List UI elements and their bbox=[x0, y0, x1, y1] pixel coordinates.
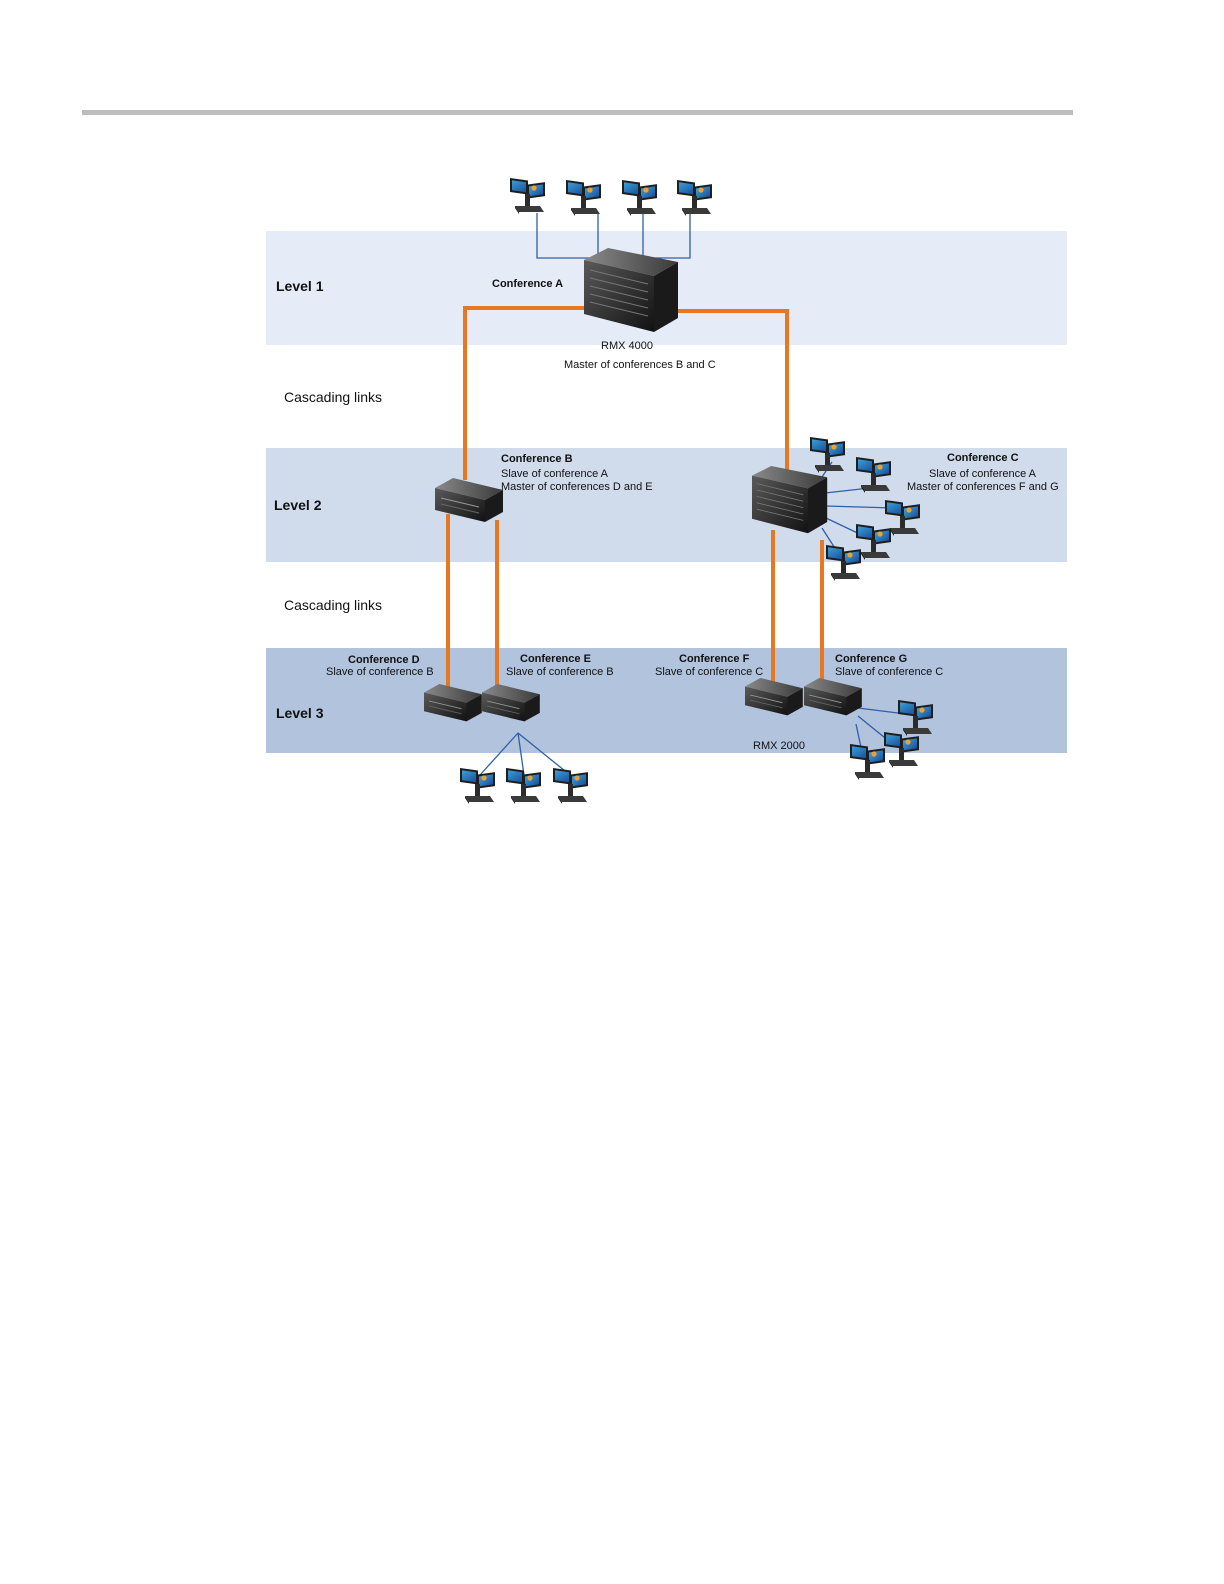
conference-a-title: Conference A bbox=[492, 278, 564, 290]
video-endpoint-icon bbox=[856, 457, 891, 493]
level-1-label: Level 1 bbox=[276, 278, 324, 294]
video-endpoint-icon bbox=[506, 768, 541, 804]
conference-f-line1: Slave of conference C bbox=[655, 666, 764, 678]
conference-b-title: Conference B bbox=[501, 453, 573, 465]
conference-e-title: Conference E bbox=[520, 653, 591, 665]
mcu-server-icon bbox=[744, 677, 804, 716]
conference-f-device: RMX 2000 bbox=[753, 740, 805, 752]
video-endpoint-icon bbox=[553, 768, 588, 804]
video-endpoint-icon bbox=[566, 180, 601, 216]
level-3-label: Level 3 bbox=[276, 705, 324, 721]
conference-c-line1: Slave of conference A bbox=[929, 468, 1037, 480]
video-endpoint-icon bbox=[810, 437, 845, 473]
conference-f-title: Conference F bbox=[679, 653, 750, 665]
conference-e-line1: Slave of conference B bbox=[506, 666, 614, 678]
conference-d-title: Conference D bbox=[348, 654, 420, 666]
video-endpoint-icon bbox=[898, 700, 933, 736]
conference-c-title: Conference C bbox=[947, 452, 1019, 464]
video-endpoint-icon bbox=[856, 524, 891, 560]
conference-b-line2: Master of conferences D and E bbox=[501, 481, 653, 493]
level-3-band bbox=[266, 648, 1067, 753]
video-endpoint-icon bbox=[826, 545, 861, 581]
video-endpoint-icon bbox=[622, 180, 657, 216]
cascading-links bbox=[446, 306, 824, 690]
level-2-label: Level 2 bbox=[274, 497, 322, 513]
header-rule bbox=[82, 110, 1073, 115]
mcu-server-icon bbox=[423, 683, 483, 722]
conference-a-device: RMX 4000 bbox=[601, 340, 653, 352]
conference-d-line1: Slave of conference B bbox=[326, 666, 434, 678]
conference-g-line1: Slave of conference C bbox=[835, 666, 944, 678]
cascading-links-label-lower: Cascading links bbox=[284, 597, 383, 613]
mcu-server-icon bbox=[434, 477, 504, 523]
video-endpoint-icon bbox=[460, 768, 495, 804]
level-2-band bbox=[266, 448, 1067, 562]
mcu-server-icon bbox=[751, 465, 828, 534]
conference-b-line1: Slave of conference A bbox=[501, 468, 609, 480]
mcu-server-icon bbox=[803, 677, 863, 716]
cascading-links-label-upper: Cascading links bbox=[284, 389, 383, 405]
conference-g-title: Conference G bbox=[835, 653, 908, 665]
video-endpoint-icon bbox=[510, 178, 545, 214]
video-endpoint-icon bbox=[677, 180, 712, 216]
conference-a-role: Master of conferences B and C bbox=[564, 359, 716, 371]
video-endpoint-icon bbox=[850, 744, 885, 780]
conference-c-line2: Master of conferences F and G bbox=[907, 481, 1059, 493]
mcu-server-icon bbox=[481, 683, 541, 722]
video-endpoint-icon bbox=[884, 732, 919, 768]
mcu-server-icon bbox=[583, 247, 679, 333]
